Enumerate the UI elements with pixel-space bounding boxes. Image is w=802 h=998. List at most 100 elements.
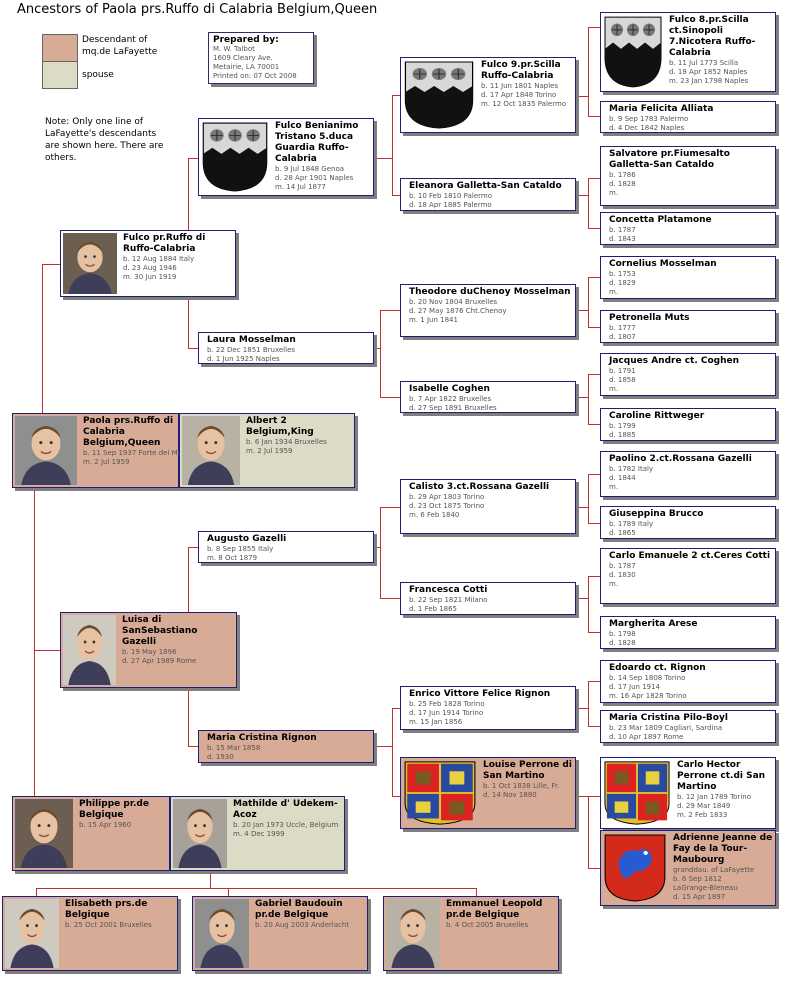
connector-line (588, 27, 589, 116)
connector-line (588, 116, 600, 117)
person-name: Fulco 9.pr.Scilla Ruffo-Calabria (481, 60, 561, 81)
person-detail: b. 22 Sep 1821 Milano (409, 596, 488, 604)
connector-line (188, 158, 198, 159)
person-detail: m. 16 Apr 1828 Torino (609, 692, 687, 700)
person-detail: d. 23 Oct 1875 Torino (409, 502, 485, 510)
person-detail: d. 1807 (609, 333, 636, 341)
connector-line (576, 195, 588, 196)
person-detail: b. 1787 (609, 226, 636, 234)
person-detail: m. 2 Jul 1959 (246, 447, 293, 455)
person-detail: b. 6 Sep 1812 (673, 875, 722, 883)
person-detail: d. 1843 (609, 235, 636, 243)
person-detail: granddau. of LaFayette (673, 866, 755, 874)
person-salvatore[interactable]: Salvatore pr.Fiumesalto Galletta-San Cat… (600, 146, 776, 206)
person-detail: b. 29 Apr 1803 Torino (409, 493, 485, 501)
person-name: Isabelle Coghen (409, 384, 490, 394)
connector-line (374, 158, 392, 159)
note-text: Note: Only one line of LaFayette's desce… (45, 117, 164, 163)
person-detail: b. 12 Aug 1884 Italy (123, 255, 195, 263)
person-adrienne[interactable]: Adrienne Jeanne de Fay de la Tour-Maubou… (600, 830, 776, 906)
person-name: Albert 2 Belgium,King (246, 416, 314, 437)
person-fulco8[interactable]: Fulco 8.pr.Scilla ct.Sinopoli 7.Nicotera… (600, 12, 776, 92)
person-detail: b. 1787 (609, 562, 636, 570)
person-detail: b. 10 Feb 1810 Palermo (409, 192, 492, 200)
person-detail: b. 1791 (609, 367, 636, 375)
person-detail: b. 20 Aug 2003 Anderlacht (255, 921, 350, 929)
person-detail: b. 19 May 1896 (122, 648, 177, 656)
person-name: Giuseppina Brucco (609, 509, 704, 519)
connector-line (36, 888, 476, 889)
person-fulco-ben[interactable]: Fulco Benianimo Tristano 5.duca Guardia … (198, 118, 374, 196)
person-detail: b. 1786 (609, 171, 636, 179)
person-detail: m. (609, 288, 619, 296)
person-detail: b. 15 Apr 1960 (79, 821, 132, 829)
connector-line (188, 547, 198, 548)
person-detail: d. 1844 (609, 474, 636, 482)
person-detail: d. 1829 (609, 279, 636, 287)
prepared-by-heading: Prepared by: (213, 35, 279, 45)
person-detail: b. 25 Feb 1828 Torino (409, 700, 485, 708)
prepared-by-box: Prepared by: M. W. Talbot 1609 Cleary Av… (208, 32, 314, 84)
portrait-photo (15, 416, 77, 485)
person-detail: d. 17 Jun 1914 Torino (409, 709, 484, 717)
person-paola[interactable]: Paola prs.Ruffo di Calabria Belgium,Quee… (12, 413, 193, 488)
connector-line (588, 374, 600, 375)
person-name: Edoardo ct. Rignon (609, 663, 706, 673)
connector-line (588, 228, 600, 229)
legend-swatch-spouse (42, 61, 78, 89)
portrait-photo (5, 899, 59, 968)
person-detail: m. 6 Feb 1840 (409, 511, 460, 519)
person-detail: d. 10 Apr 1897 Rome (609, 733, 684, 741)
person-detail: b. 25 Oct 2001 Bruxelles (65, 921, 152, 929)
person-name: Mathilde d' Udekem-Acoz (233, 799, 338, 820)
person-detail: d. 27 Sep 1891 Bruxelles (409, 404, 497, 412)
person-detail: m. 4 Dec 1999 (233, 830, 285, 838)
portrait-photo (182, 416, 240, 485)
connector-line (588, 632, 600, 633)
connector-line (588, 178, 600, 179)
person-detail: m. (609, 483, 619, 491)
connector-line (34, 650, 60, 651)
person-detail: d. 1 Jun 1925 Naples (207, 355, 280, 363)
person-detail: LaGrange-Bleneau (673, 884, 738, 892)
connector-line (392, 708, 400, 709)
person-name: Calisto 3.ct.Rossana Gazelli (409, 482, 550, 492)
person-name: Maria Cristina Pilo-Boyl (609, 713, 728, 723)
portrait-photo (173, 799, 227, 868)
person-detail: m. 15 Jan 1856 (409, 718, 463, 726)
connector-line (42, 264, 60, 265)
person-detail: b. 20 Nov 1804 Bruxelles (409, 298, 498, 306)
